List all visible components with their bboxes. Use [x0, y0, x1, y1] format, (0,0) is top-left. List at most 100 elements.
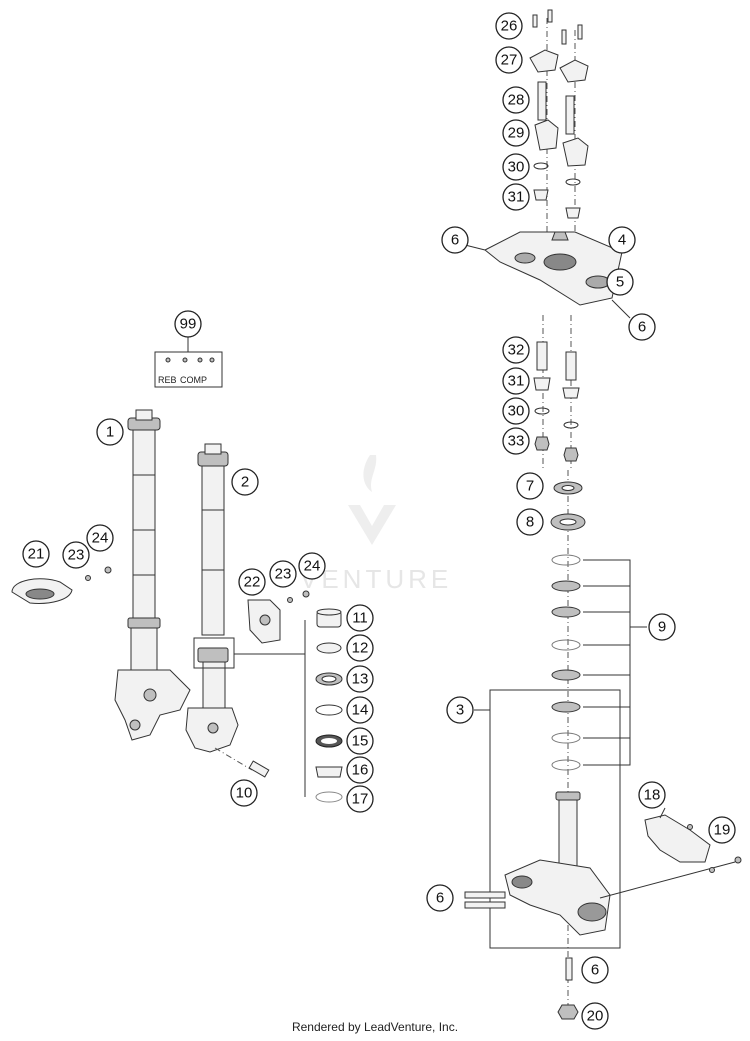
callout-24b: 24	[298, 552, 326, 580]
svg-text:32: 32	[508, 342, 525, 359]
fork-leg-right	[185, 443, 239, 753]
callout-10: 10	[230, 779, 258, 807]
svg-text:17: 17	[352, 791, 369, 808]
callout-15: 15	[346, 727, 374, 755]
callout-24a: 24	[86, 524, 114, 552]
svg-text:16: 16	[352, 762, 369, 779]
callout-23a: 23	[62, 541, 90, 569]
callout-6c: 6	[426, 884, 454, 912]
card-label-reb: REB	[158, 375, 177, 385]
callout-5: 5	[606, 268, 634, 296]
riser-left	[534, 119, 559, 151]
shim-stack	[551, 554, 647, 771]
seal-kit-parts	[315, 608, 343, 803]
detail-box	[193, 637, 235, 669]
callout-27: 27	[495, 46, 523, 74]
riser-bolt-right	[565, 95, 575, 135]
callout-6a: 6	[441, 226, 469, 254]
fork-leg-left	[114, 409, 191, 741]
callout-6b: 6	[628, 313, 656, 341]
callout-16: 16	[346, 756, 374, 784]
svg-text:30: 30	[508, 403, 525, 420]
callout-4: 4	[608, 226, 636, 254]
callout-22: 22	[238, 568, 266, 596]
svg-text:8: 8	[526, 514, 534, 531]
svg-text:24: 24	[304, 558, 321, 575]
card-label-comp: COMP	[180, 375, 207, 385]
callout-30b: 30	[502, 397, 530, 425]
callout-29: 29	[502, 119, 530, 147]
svg-text:1: 1	[106, 424, 114, 441]
svg-text:18: 18	[644, 787, 661, 804]
callout-31a: 31	[502, 183, 530, 211]
svg-text:13: 13	[352, 671, 369, 688]
svg-text:10: 10	[236, 785, 253, 802]
callout-23b: 23	[269, 560, 297, 588]
svg-text:21: 21	[28, 546, 45, 563]
svg-text:6: 6	[591, 962, 599, 979]
clamp-left	[11, 566, 112, 604]
svg-text:30: 30	[508, 159, 525, 176]
callout-14: 14	[346, 696, 374, 724]
handlebar-clamp-upper-left	[529, 49, 559, 73]
svg-text:5: 5	[616, 274, 624, 291]
svg-text:31: 31	[508, 189, 525, 206]
callout-13: 13	[346, 665, 374, 693]
svg-text:3: 3	[456, 702, 464, 719]
callout-3: 3	[446, 696, 474, 724]
clamp-right	[247, 590, 310, 644]
callout-7: 7	[516, 472, 544, 500]
axle-bolt	[214, 747, 270, 778]
callout-26: 26	[495, 12, 523, 40]
svg-text:31: 31	[508, 373, 525, 390]
riser-right	[562, 137, 589, 167]
svg-text:4: 4	[618, 232, 626, 249]
callout-31b: 31	[502, 367, 530, 395]
callout-21: 21	[22, 540, 50, 568]
svg-text:99: 99	[180, 316, 197, 333]
callout-19: 19	[708, 816, 736, 844]
svg-text:15: 15	[352, 733, 369, 750]
svg-text:24: 24	[92, 530, 109, 547]
svg-text:6: 6	[451, 232, 459, 249]
callout-20: 20	[581, 1002, 609, 1030]
svg-text:2: 2	[241, 474, 249, 491]
svg-text:29: 29	[508, 125, 525, 142]
svg-text:7: 7	[526, 478, 534, 495]
callout-1: 1	[96, 418, 124, 446]
callout-17: 17	[346, 785, 374, 813]
handlebar-clamp-upper-right	[559, 59, 589, 83]
callout-6d: 6	[581, 956, 609, 984]
svg-text:26: 26	[501, 18, 518, 35]
svg-text:27: 27	[501, 52, 518, 69]
steering-stem-box	[489, 689, 621, 949]
svg-text:6: 6	[638, 319, 646, 336]
callout-2: 2	[231, 468, 259, 496]
top-bolts	[532, 9, 583, 45]
callout-30a: 30	[502, 153, 530, 181]
callout-11: 11	[346, 604, 374, 632]
adjuster-card: REB COMP	[154, 336, 223, 388]
svg-text:20: 20	[587, 1008, 604, 1025]
footer-credit: Rendered by LeadVenture, Inc.	[291, 1020, 459, 1034]
riser-bolt-left	[537, 81, 547, 121]
callout-18: 18	[638, 781, 666, 809]
svg-text:12: 12	[352, 640, 369, 657]
callout-32: 32	[502, 336, 530, 364]
svg-text:19: 19	[714, 822, 731, 839]
svg-text:28: 28	[508, 92, 525, 109]
callout-99: 99	[174, 310, 202, 338]
bracket	[644, 807, 715, 873]
svg-text:14: 14	[352, 702, 369, 719]
callout-28: 28	[502, 86, 530, 114]
callout-9: 9	[648, 613, 676, 641]
svg-text:33: 33	[508, 433, 525, 450]
upper-triple-clamp	[444, 231, 631, 319]
svg-text:6: 6	[436, 890, 444, 907]
svg-text:22: 22	[244, 574, 261, 591]
callout-12: 12	[346, 634, 374, 662]
callout-8: 8	[516, 508, 544, 536]
svg-text:23: 23	[68, 547, 85, 564]
svg-text:9: 9	[658, 619, 666, 636]
